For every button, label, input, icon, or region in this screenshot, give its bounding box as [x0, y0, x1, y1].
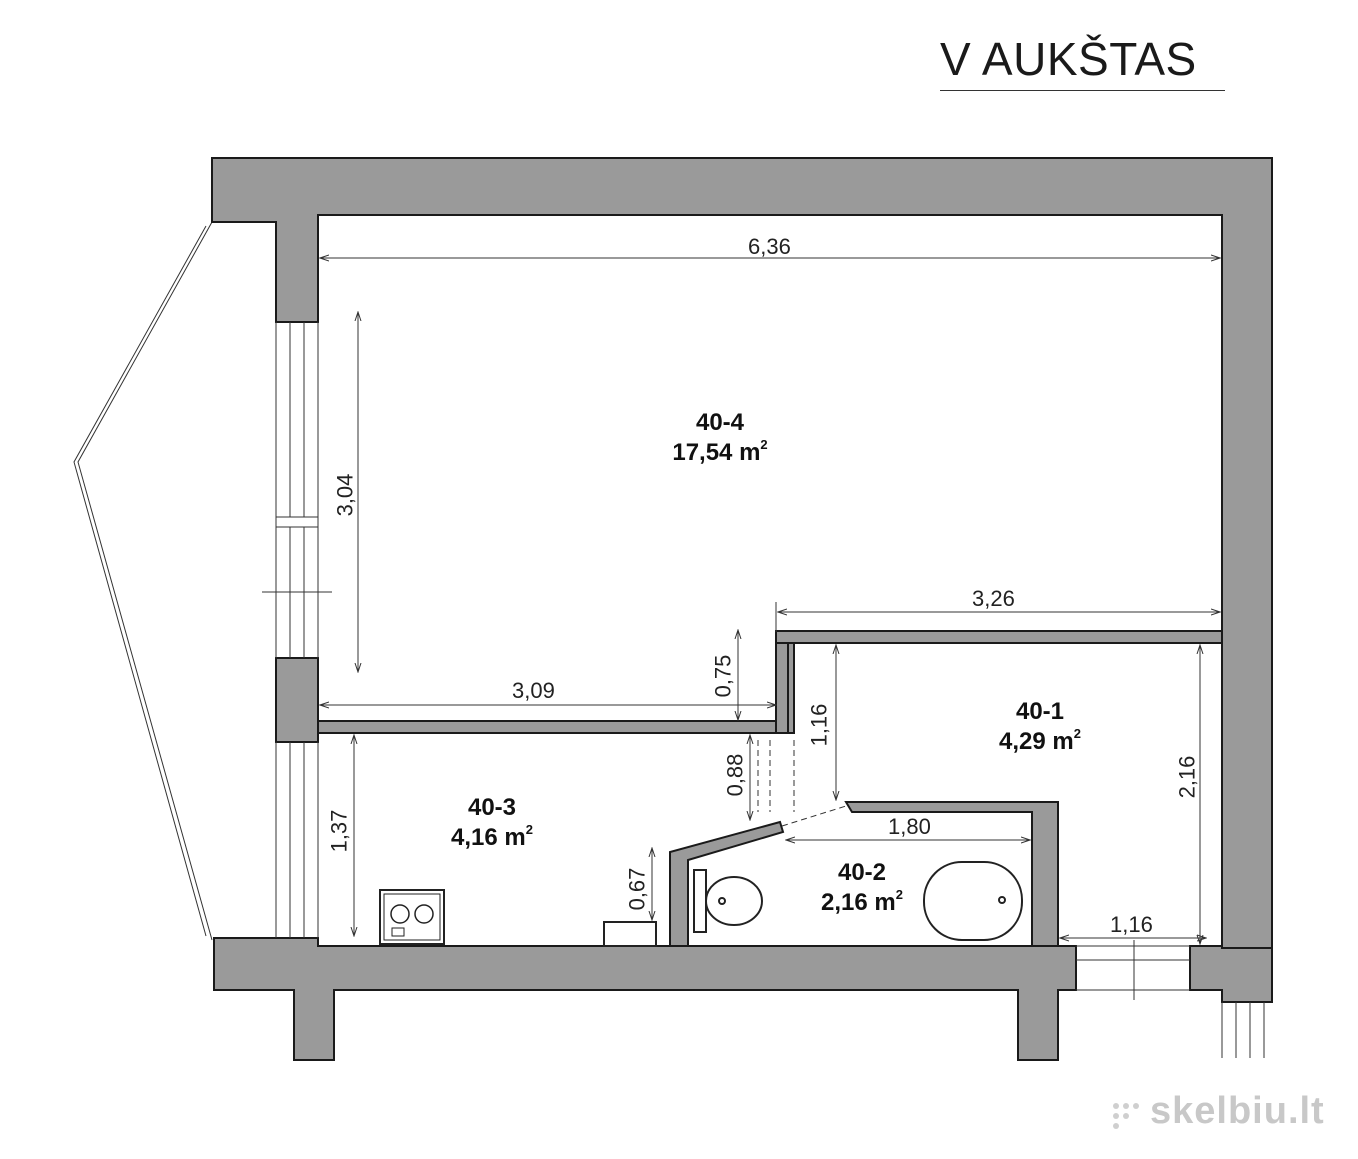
right-exit — [1076, 940, 1265, 1058]
room-40-2-label: 40-2 2,16 m2 — [782, 858, 942, 918]
radiator-block — [603, 921, 657, 947]
door-swing — [757, 740, 847, 827]
room-area-unit-sup: 2 — [1073, 726, 1081, 741]
watermark-logo-icon — [1113, 1103, 1139, 1129]
room-area: 17,54 m — [672, 439, 761, 466]
toilet-icon — [693, 869, 763, 933]
room-area-unit-sup: 2 — [525, 822, 533, 837]
dim-6-36: 6,36 — [748, 234, 791, 259]
bathtub-icon — [923, 861, 1023, 941]
room-area: 4,29 m — [999, 728, 1074, 755]
dim-1-37: 1,37 — [326, 809, 352, 853]
dim-0-75: 0,75 — [710, 654, 736, 698]
room-40-1-label: 40-1 4,29 m2 — [960, 697, 1120, 757]
dim-1-16-corridor: 1,16 — [806, 703, 832, 747]
outer-walls — [211, 157, 1273, 1061]
room-40-4-label: 40-4 17,54 m2 — [640, 408, 800, 468]
room-id: 40-4 — [695, 409, 745, 436]
room-id: 40-1 — [1015, 698, 1065, 725]
dim-3-26: 3,26 — [972, 586, 1015, 611]
dim-1-80: 1,80 — [888, 814, 931, 839]
room-area: 4,16 m — [451, 824, 526, 851]
balcony-outline — [73, 221, 213, 941]
dim-3-04: 3,04 — [332, 473, 358, 517]
room-area: 2,16 m — [821, 889, 896, 916]
watermark-text: skelbiu.lt — [1150, 1090, 1325, 1132]
title-underline — [940, 90, 1225, 91]
dim-2-16: 2,16 — [1174, 755, 1200, 799]
room-40-3-label: 40-3 4,16 m2 — [412, 793, 572, 853]
dimension-lines — [320, 258, 1220, 944]
dim-0-67: 0,67 — [624, 867, 650, 911]
left-window — [262, 322, 332, 938]
dim-3-09: 3,09 — [512, 678, 555, 703]
dim-1-16-bottom: 1,16 — [1110, 912, 1153, 937]
room-id: 40-2 — [837, 859, 887, 886]
interior-walls — [317, 630, 1223, 947]
room-area-unit-sup: 2 — [895, 887, 903, 902]
stove-icon — [379, 889, 445, 945]
room-id: 40-3 — [467, 794, 517, 821]
dim-0-88: 0,88 — [722, 753, 748, 797]
room-area-unit-sup: 2 — [760, 437, 768, 452]
floor-title: V AUKŠTAS — [940, 33, 1197, 85]
